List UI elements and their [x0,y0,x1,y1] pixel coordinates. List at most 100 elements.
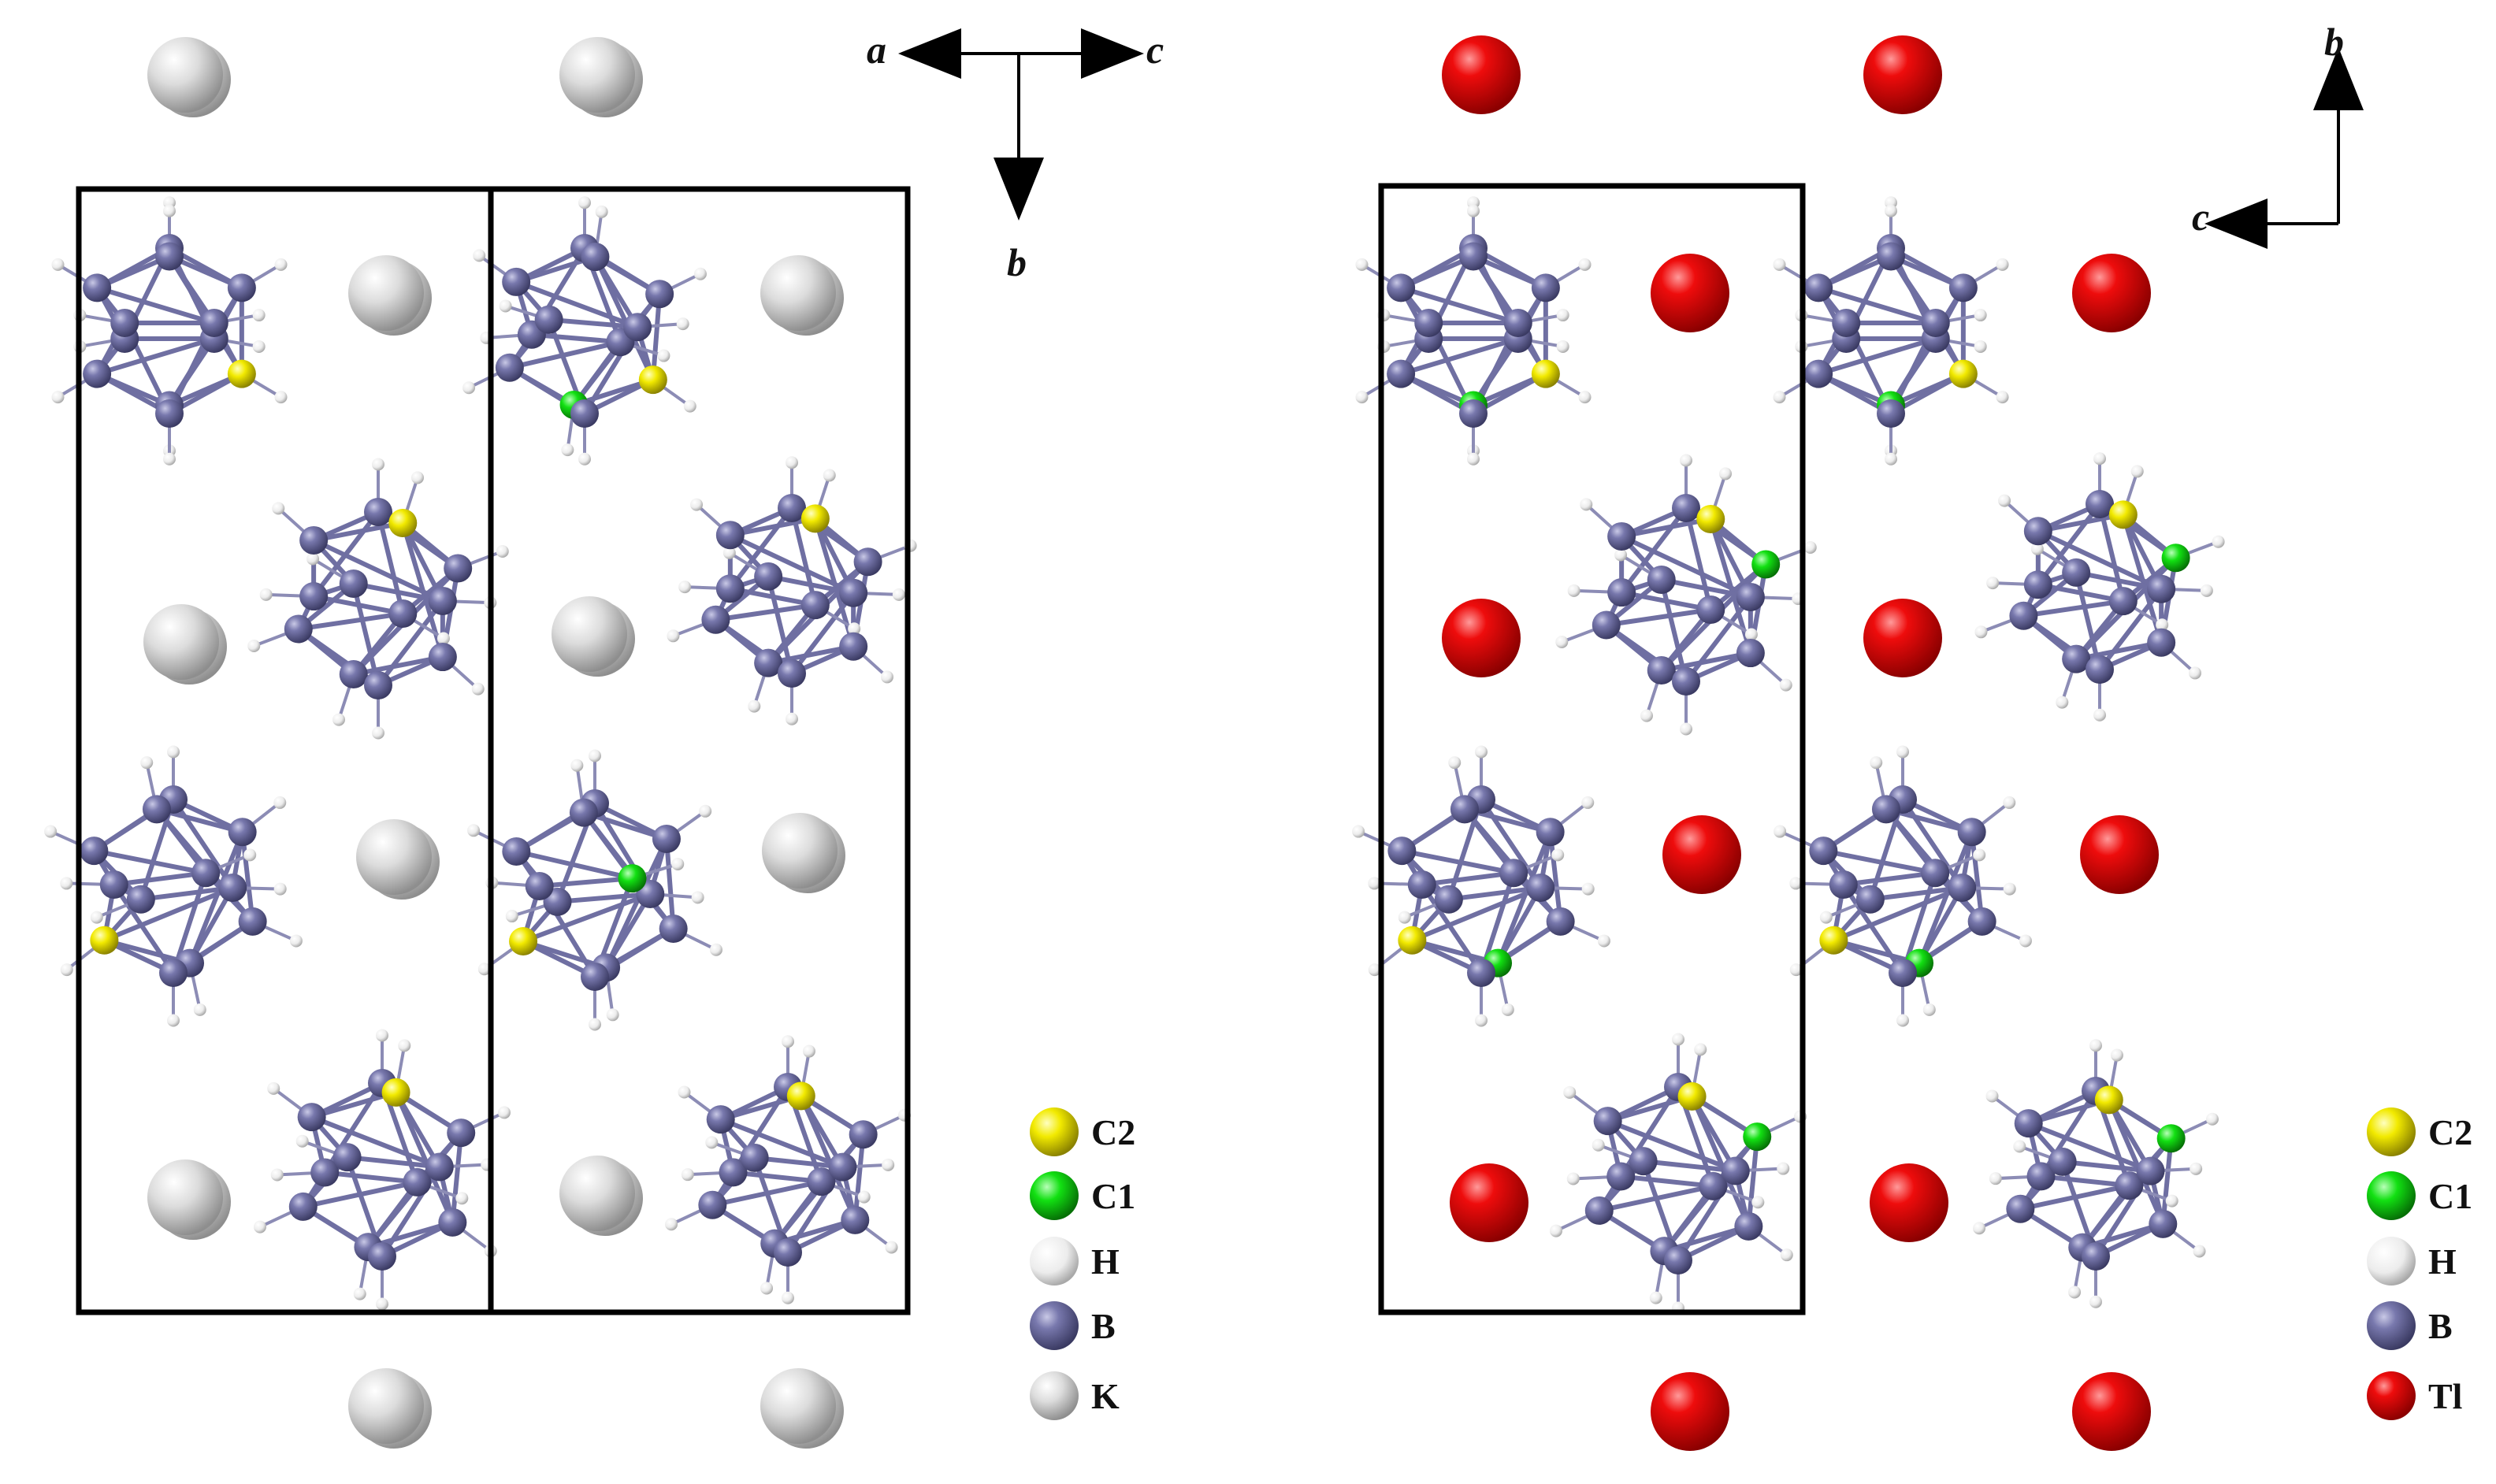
hydrogen-atom [2093,452,2106,466]
boron-atom [1387,837,1417,866]
boron-atom [1829,870,1858,900]
hydrogen-atom [760,1282,774,1295]
bond [2060,1159,2153,1174]
bond [2021,599,2126,618]
boron-atom [1592,610,1621,640]
boron-atom [1584,1196,1614,1225]
boron-atom [310,1158,340,1187]
carborane-cage [1549,1033,1807,1315]
boron-atom [403,1167,432,1196]
hydrogen-atom [1996,391,2009,404]
bond [1689,1093,1751,1229]
potassium-atom [143,604,219,680]
carbon-c1-atom [1751,550,1781,579]
hydrogen-atom [376,1297,388,1311]
hydrogen-atom [848,622,861,636]
boron-atom [80,837,109,866]
bond [1840,882,1905,975]
carborane-clusters [44,196,917,1311]
bond [1746,1134,1760,1229]
bond [514,279,641,330]
bond [2160,1136,2174,1226]
hydrogen-atom [1896,745,1909,759]
bond [309,1115,442,1170]
bond [1684,594,1753,684]
carborane-cage [247,458,509,740]
hydrogen-atom [1555,636,1569,649]
boron-atom [299,582,329,611]
hydrogen-atom [1355,258,1369,271]
potassium-atom [147,37,223,113]
potassium-atom [348,255,424,331]
bond [1495,829,1553,966]
boron-atom [502,837,531,866]
boron-atom [698,1190,727,1219]
boron-atom [1526,873,1555,902]
hydrogen-atom [1578,391,1592,404]
boron-atom [444,554,473,583]
boron-atom [191,859,221,888]
svg-text:C1: C1 [2428,1176,2472,1216]
hydrogen-atom [398,1039,411,1052]
bond [138,885,236,902]
bond [1840,870,1938,888]
boron-atom [2062,558,2091,587]
hydrogen-atom [1368,963,1381,977]
hydrogen-atom [2089,1039,2102,1052]
boron-atom [645,280,674,309]
hydrogen-atom [44,825,58,838]
svg-text:C2: C2 [2428,1112,2472,1152]
bond [95,285,217,326]
hydrogen-atom [167,1014,180,1027]
bond [650,291,663,383]
carbon-c2-atom [2108,500,2138,529]
bond [2038,1174,2132,1189]
hydrogen-atom [462,381,476,395]
carborane-cage [1973,1039,2219,1308]
boron-atom [1414,309,1443,338]
hydrogen-atom [455,1192,469,1205]
hydrogen-atom [1996,258,2009,271]
boron-atom [364,498,392,526]
legend: C2 C1 H B K [1030,1107,1135,1420]
hydrogen-atom [289,934,303,948]
carbon-c1-atom [1743,1122,1772,1152]
carbon-c2-atom [509,927,538,956]
legend-item-c2: C2 [2367,1107,2472,1156]
carbon-c2-atom [227,359,256,388]
carborane-cage [667,456,917,725]
boron-atom [1721,1156,1750,1185]
hydrogen-atom [353,1287,366,1300]
hydrogen-atom [1614,548,1628,562]
boron-atom [1736,582,1765,611]
hydrogen-atom [678,1085,691,1099]
hydrogen-atom [1789,963,1803,977]
hydrogen-atom [436,632,450,645]
hydrogen-atom [1719,467,1733,480]
bond [727,532,856,595]
axis-label-c: c [1146,28,1164,72]
bond [514,848,635,881]
bond [1900,797,1965,890]
hydrogen-atom [252,339,266,353]
boron-atom [339,569,368,598]
hydrogen-atom [1779,678,1792,692]
boron-atom [581,243,610,272]
boron-atom [1647,565,1676,594]
hydrogen-atom [505,910,518,923]
hydrogen-atom [270,1168,284,1182]
hydrogen-atom [60,963,73,977]
hydrogen-atom [1973,1222,1986,1235]
boron-atom [2115,1171,2144,1200]
hydrogen-atom [1581,796,1595,809]
hydrogen-atom [1551,848,1565,862]
hydrogen-atom [2013,1140,2026,1153]
carborane-cage [1773,196,2009,466]
boron-atom [238,907,267,936]
bond [718,1117,845,1170]
boron-atom [1607,578,1636,607]
hydrogen-atom [1567,584,1580,597]
hydrogen-atom [882,1158,895,1171]
hydrogen-atom [1774,825,1787,838]
hydrogen-atom [2165,1194,2178,1208]
